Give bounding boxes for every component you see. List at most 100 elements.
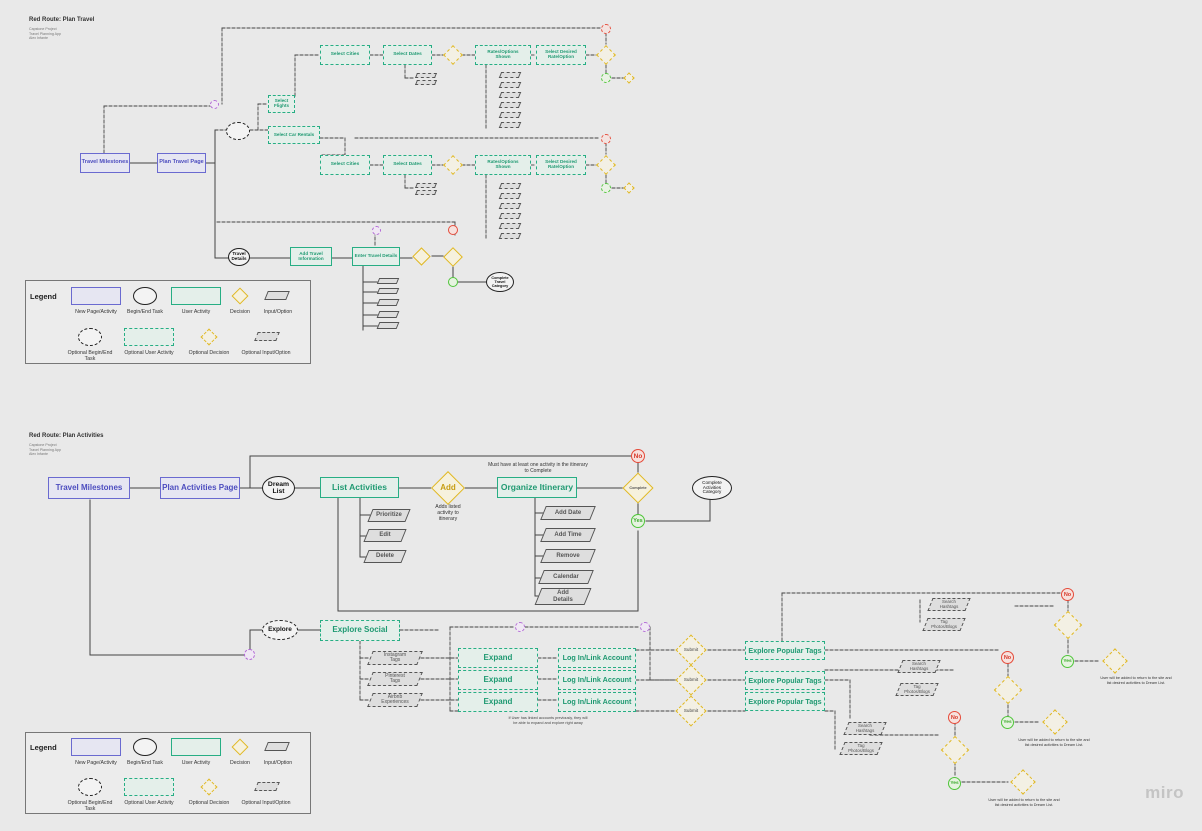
select-desired-node-1[interactable]: Select Desired Rate/Option: [536, 45, 586, 65]
no-circle-optional-2[interactable]: [601, 134, 611, 144]
dream-list-oval[interactable]: Dream List: [262, 476, 295, 500]
select-cities-node-2[interactable]: Select Cities: [320, 155, 370, 175]
yes-circle-optional-2[interactable]: [601, 183, 611, 193]
linked-accounts-note: If User has linked accounts previously, …: [508, 716, 588, 725]
input-option[interactable]: [414, 80, 438, 85]
input-option[interactable]: [414, 73, 438, 78]
no-circle-1[interactable]: No: [1061, 588, 1074, 601]
legend-optional-decision-swatch: [200, 778, 218, 796]
complete-activities-category-oval[interactable]: Complete Activities Category: [692, 476, 732, 500]
input-option[interactable]: [498, 92, 522, 98]
legend-optional-input-option-label: Optional Input/Option: [241, 800, 291, 806]
input-option[interactable]: [498, 233, 522, 239]
miro-watermark-logo: miro: [1145, 783, 1184, 802]
explore-social-node[interactable]: Explore Social: [320, 620, 400, 641]
optional-begin-oval[interactable]: [226, 122, 250, 140]
legend-optional-decision-swatch: [200, 328, 218, 346]
legend-optional-user-activity-swatch: [124, 778, 174, 796]
expand-node-1[interactable]: Expand: [458, 648, 538, 668]
add-travel-information-node[interactable]: Add Travel Information: [290, 247, 332, 266]
input-option[interactable]: [376, 299, 400, 306]
optional-marker: [640, 622, 650, 632]
login-link-node-3[interactable]: Log In/Link Account: [558, 692, 636, 712]
yes-circle-2[interactable]: Yes: [1001, 716, 1014, 729]
login-link-node-1[interactable]: Log In/Link Account: [558, 648, 636, 668]
travel-milestones-node[interactable]: Travel Milestones: [80, 153, 130, 173]
legend-user-activity-swatch: [171, 738, 221, 756]
travel-details-oval[interactable]: Travel Details: [228, 248, 250, 266]
input-option[interactable]: [498, 72, 522, 78]
add-date-label: Add Date: [554, 509, 582, 516]
input-option[interactable]: [498, 82, 522, 88]
explore-popular-tags-node-2[interactable]: Explore Popular Tags: [745, 671, 825, 690]
input-option[interactable]: [414, 190, 438, 195]
calendar-label: Calendar: [553, 573, 579, 580]
rates-options-node-1[interactable]: Rates/Options Shown: [475, 45, 531, 65]
input-option[interactable]: [498, 213, 522, 219]
input-option[interactable]: [498, 102, 522, 108]
expand-node-3[interactable]: Expand: [458, 692, 538, 712]
no-circle-2[interactable]: No: [1001, 651, 1014, 664]
input-option[interactable]: [376, 278, 400, 284]
complete-travel-category-oval[interactable]: Complete Travel Category: [486, 272, 514, 292]
remove-label: Remove: [556, 552, 580, 559]
select-dates-node-2[interactable]: Select Dates: [383, 155, 432, 175]
explore-popular-tags-node-1[interactable]: Explore Popular Tags: [745, 641, 825, 660]
add-label: Add: [440, 482, 456, 492]
select-desired-node-2[interactable]: Select Desired Rate/Option: [536, 155, 586, 175]
organize-itinerary-node[interactable]: Organize Itinerary: [497, 477, 577, 498]
prioritize-label: Prioritize: [376, 512, 402, 519]
search-hashtags-label-1: Search Hashtags: [939, 598, 959, 609]
no-circle-3[interactable]: No: [948, 711, 961, 724]
legend-begin-end-label: Begin/End Task: [127, 309, 163, 315]
top-section-subtitle: Capstone Project Travel Planning App Ale…: [29, 27, 62, 40]
legend-user-activity-label: User Activity: [181, 309, 211, 315]
yes-circle-1[interactable]: Yes: [1061, 655, 1074, 668]
input-option[interactable]: [498, 183, 522, 189]
rates-options-node-2[interactable]: Rates/Options Shown: [475, 155, 531, 175]
travel-milestones-node-2[interactable]: Travel Milestones: [48, 477, 130, 499]
enter-travel-details-node[interactable]: Enter Travel Details: [352, 247, 400, 266]
edit-label: Edit: [379, 532, 391, 539]
input-option[interactable]: [498, 122, 522, 128]
legend-decision-label: Decision: [230, 309, 250, 315]
input-option[interactable]: [498, 203, 522, 209]
legend-input-option-label: Input/Option: [263, 309, 293, 315]
explore-popular-tags-node-3[interactable]: Explore Popular Tags: [745, 692, 825, 711]
input-option[interactable]: [376, 322, 400, 329]
input-option[interactable]: [498, 223, 522, 229]
plan-travel-page-node[interactable]: Plan Travel Page: [157, 153, 206, 173]
add-details-label: Add Details: [553, 590, 573, 603]
yes-circle[interactable]: [448, 277, 458, 287]
plan-activities-page-node[interactable]: Plan Activities Page: [160, 477, 240, 499]
input-option[interactable]: [498, 112, 522, 118]
legend-optional-input-option-label: Optional Input/Option: [241, 350, 291, 356]
explore-oval[interactable]: Explore: [262, 620, 298, 640]
select-dates-node-1[interactable]: Select Dates: [383, 45, 432, 65]
yes-circle-main[interactable]: Yes: [631, 514, 645, 528]
legend-optional-user-activity-label: Optional User Activity: [124, 800, 174, 806]
no-circle-main[interactable]: No: [631, 449, 645, 463]
legend-optional-begin-end-label: Optional Begin/End Task: [67, 350, 113, 362]
input-option[interactable]: [376, 311, 400, 318]
legend-user-activity-swatch: [171, 287, 221, 305]
submit-label-2: Submit: [683, 676, 699, 682]
no-circle[interactable]: [448, 225, 458, 235]
list-activities-node[interactable]: List Activities: [320, 477, 399, 498]
input-option[interactable]: [414, 183, 438, 188]
input-option[interactable]: [498, 193, 522, 199]
legend-begin-end-swatch: [133, 738, 157, 756]
select-car-rentals-node[interactable]: Select Car Rentals: [268, 126, 320, 144]
legend-box-bottom: Legend New Page/Activity Begin/End Task …: [25, 732, 311, 814]
expand-node-2[interactable]: Expand: [458, 670, 538, 690]
login-link-node-2[interactable]: Log In/Link Account: [558, 670, 636, 690]
no-circle-optional-1[interactable]: [601, 24, 611, 34]
return-note-2: User will be added to return to the site…: [1018, 738, 1090, 747]
yes-circle-optional-1[interactable]: [601, 73, 611, 83]
input-option[interactable]: [376, 288, 400, 294]
select-cities-node-1[interactable]: Select Cities: [320, 45, 370, 65]
yes-circle-3[interactable]: Yes: [948, 777, 961, 790]
optional-marker: [244, 649, 255, 660]
select-flights-node[interactable]: Select Flights: [268, 95, 295, 113]
